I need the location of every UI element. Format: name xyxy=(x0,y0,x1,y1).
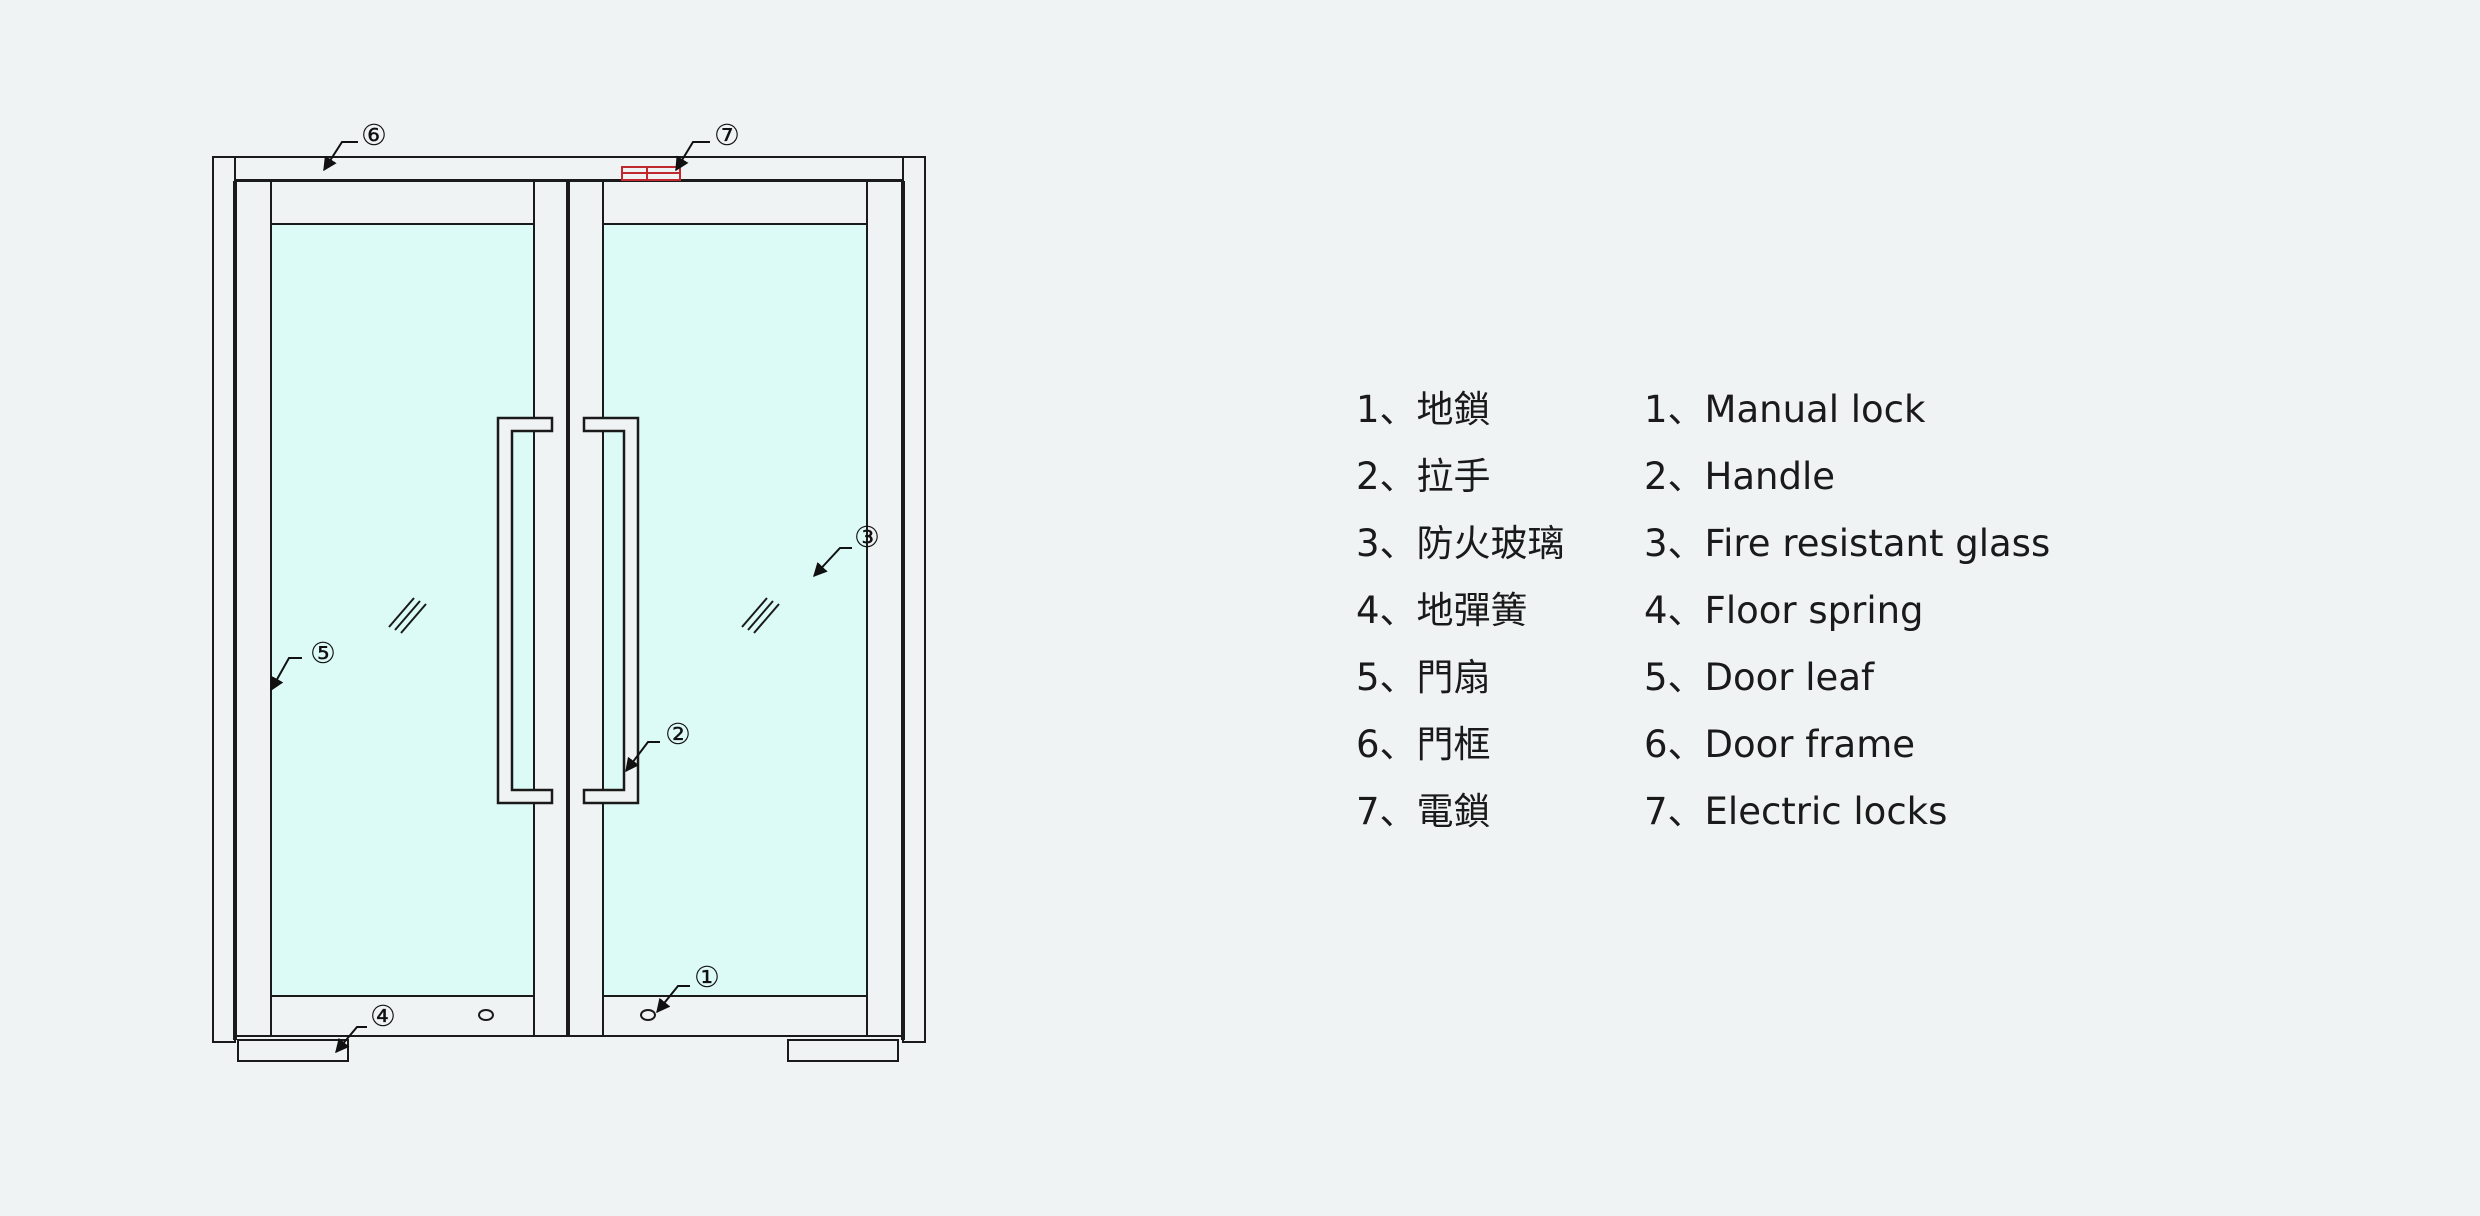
callout-numbers: ⑥ ⑦ ③ ⑤ ② ④ ① xyxy=(310,118,880,1033)
legend-row-6: 6、門框 6、Door frame xyxy=(1356,711,2256,778)
legend-zh-7: 7、電鎖 xyxy=(1356,790,1491,833)
inner-left-post xyxy=(234,180,272,1037)
right-floor-plate xyxy=(787,1039,899,1062)
legend-row-5: 5、門扇 5、Door leaf xyxy=(1356,644,2256,711)
callout-arrow-2 xyxy=(625,741,660,773)
legend-en-2: 2、Handle xyxy=(1644,455,1836,498)
callout-5: ⑤ xyxy=(310,636,336,670)
electric-lock xyxy=(621,166,681,181)
callout-arrow-3 xyxy=(813,547,852,578)
left-jamb xyxy=(212,156,236,1043)
door-header xyxy=(234,156,904,182)
right-meeting-stile xyxy=(567,180,604,1037)
right-glass-panel xyxy=(602,223,868,997)
left-floor-spring-plate xyxy=(478,1009,494,1021)
left-floor-plate xyxy=(237,1039,349,1062)
legend-zh-6: 6、門框 xyxy=(1356,723,1491,766)
legend-en-6: 6、Door frame xyxy=(1644,723,1915,766)
legend-row-7: 7、電鎖 7、Electric locks xyxy=(1356,778,2256,845)
callout-2: ② xyxy=(665,717,691,751)
legend-en-1: 1、Manual lock xyxy=(1644,388,1926,431)
callout-arrow-1 xyxy=(656,985,690,1014)
right-top-rail xyxy=(602,180,868,225)
legend-row-1: 1、地鎖 1、Manual lock xyxy=(1356,376,2256,443)
callout-arrow-6 xyxy=(323,141,358,172)
right-door-leaf xyxy=(567,180,868,1037)
legend-row-2: 2、拉手 2、Handle xyxy=(1356,443,2256,510)
legend-row-4: 4、地彈簧 4、Floor spring xyxy=(1356,577,2256,644)
callout-arrows xyxy=(270,141,852,1054)
legend-en-5: 5、Door leaf xyxy=(1644,656,1875,699)
callout-1: ① xyxy=(694,960,720,994)
legend-zh-4: 4、地彈簧 xyxy=(1356,589,1528,632)
right-pull-handle xyxy=(582,416,640,805)
left-glass-hatch xyxy=(388,597,427,634)
left-bottom-rail xyxy=(270,995,535,1037)
right-bottom-rail xyxy=(602,995,868,1037)
legend-row-3: 3、防火玻璃 3、Fire resistant glass xyxy=(1356,510,2256,577)
legend-en-7: 7、Electric locks xyxy=(1644,790,1948,833)
callout-7: ⑦ xyxy=(714,118,740,152)
right-jamb xyxy=(902,156,926,1043)
legend-en-4: 4、Floor spring xyxy=(1644,589,1924,632)
left-door-leaf xyxy=(270,180,569,1037)
callout-arrow-5 xyxy=(270,657,302,692)
legend-en-3: 3、Fire resistant glass xyxy=(1644,522,2051,565)
callout-arrow-7 xyxy=(675,141,710,172)
left-pull-handle xyxy=(496,416,554,805)
callout-4: ④ xyxy=(370,999,396,1033)
callout-6: ⑥ xyxy=(361,118,387,152)
left-meeting-stile xyxy=(533,180,569,1037)
legend-zh-1: 1、地鎖 xyxy=(1356,388,1491,431)
right-glass-hatch xyxy=(741,597,780,634)
callout-arrow-4 xyxy=(335,1026,367,1054)
callout-3: ③ xyxy=(854,520,880,554)
parts-legend: 1、地鎖 1、Manual lock 2、拉手 2、Handle 3、防火玻璃 … xyxy=(1356,376,2256,845)
left-top-rail xyxy=(270,180,535,225)
right-floor-lock xyxy=(640,1009,656,1021)
legend-zh-3: 3、防火玻璃 xyxy=(1356,522,1565,565)
legend-zh-2: 2、拉手 xyxy=(1356,455,1491,498)
inner-right-post xyxy=(866,180,904,1037)
door-diagram: ⑥ ⑦ ③ ⑤ ② ④ ① xyxy=(212,118,926,1062)
legend-zh-5: 5、門扇 xyxy=(1356,656,1491,699)
